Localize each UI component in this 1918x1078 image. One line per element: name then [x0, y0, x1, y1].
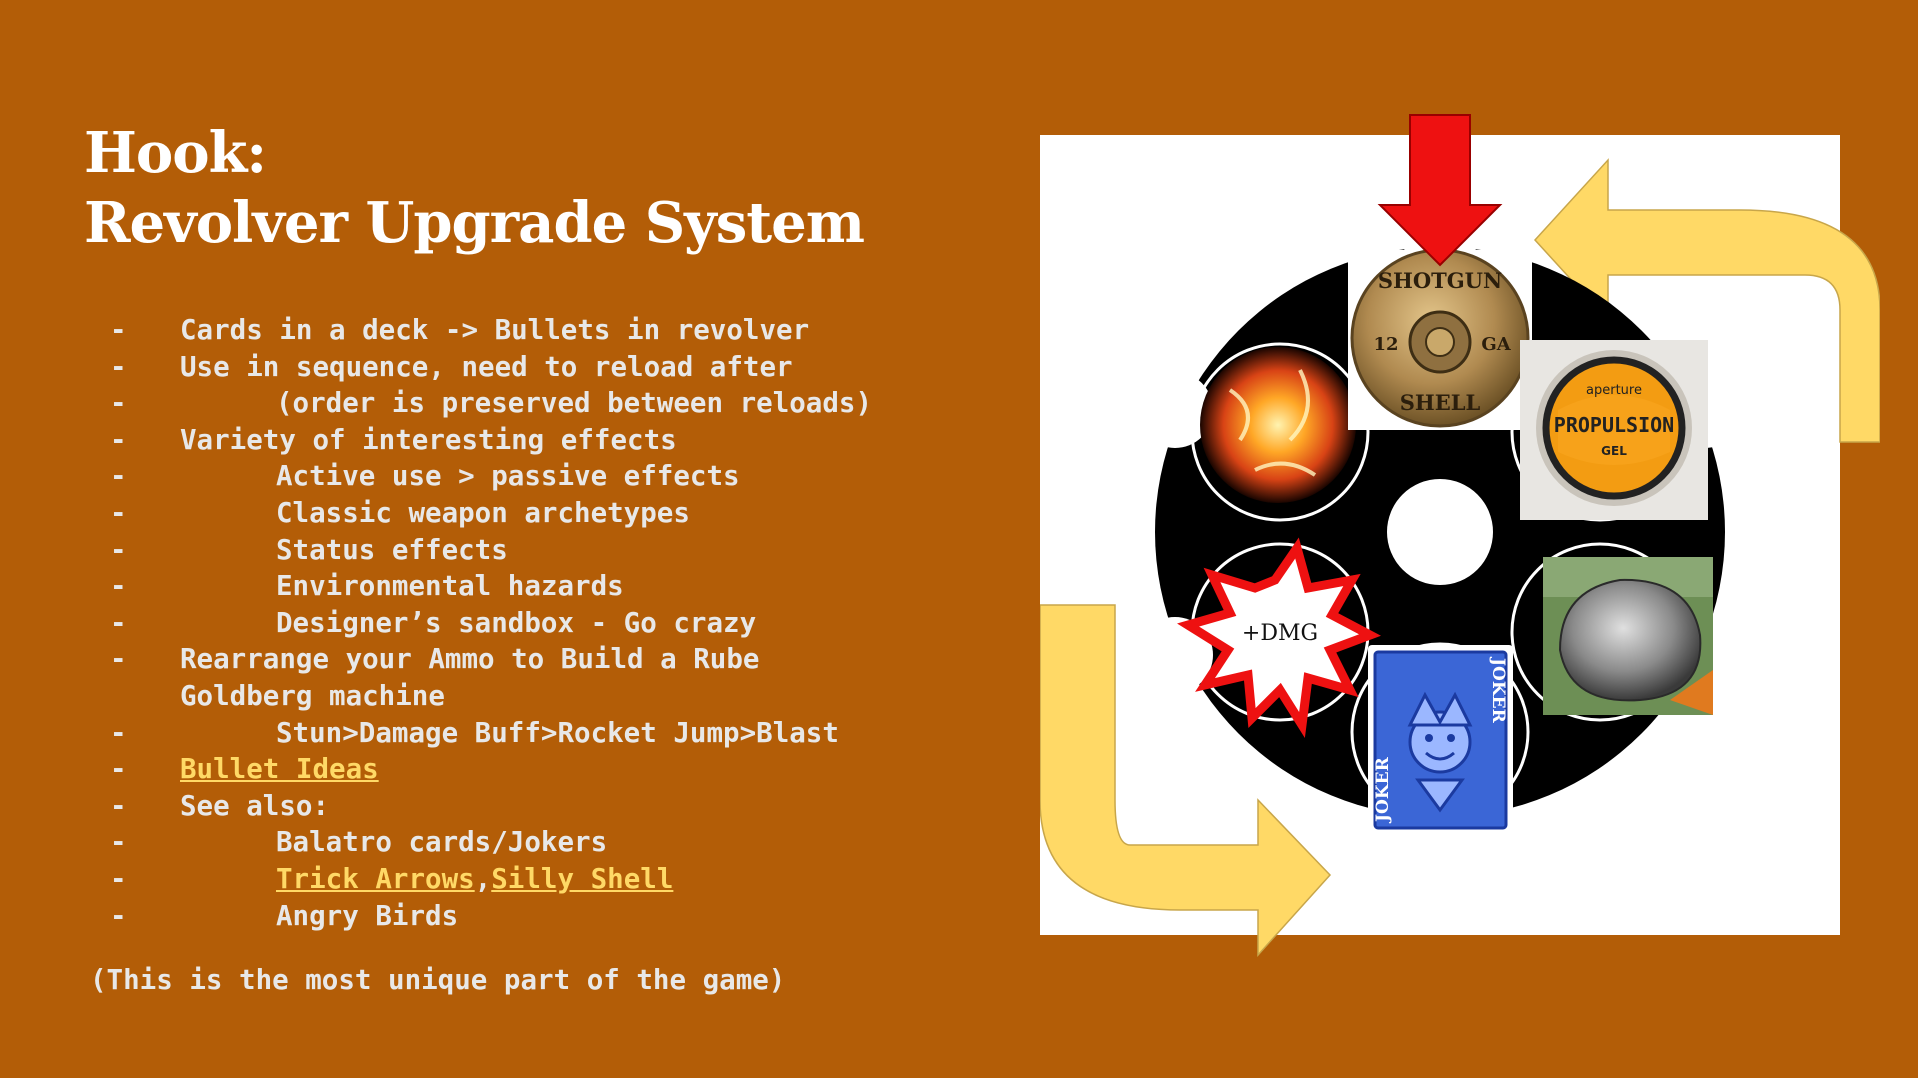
bullet-text: Status effects: [276, 533, 508, 566]
bullet-text: Goldberg machine: [180, 679, 445, 712]
aperture-label: PROPULSION: [1554, 413, 1674, 437]
aperture-sub: GEL: [1601, 444, 1627, 458]
shotgun-gauge-right: GA: [1481, 334, 1511, 355]
sub-bullet-item: - Status effects: [110, 532, 1010, 569]
bullet-dash: -: [110, 460, 127, 493]
bullet-dash: -: [110, 423, 127, 456]
shotgun-label-bottom: SHELL: [1400, 390, 1481, 415]
title-line-1: Hook:: [84, 120, 267, 186]
bullet-item: - Cards in a deck -> Bullets in revolver: [110, 312, 1010, 349]
sub-bullet-item: - Angry Birds: [110, 898, 1010, 935]
bullet-dash: -: [110, 387, 127, 420]
boulder-bullet: [1543, 557, 1713, 715]
cycle-arrow-bottom-left: [1040, 604, 1332, 957]
shotgun-gauge-left: 12: [1373, 334, 1398, 355]
bullet-text: (order is preserved between reloads): [276, 387, 873, 420]
bullet-item: - See also:: [110, 788, 1010, 825]
bullet-text: Cards in a deck -> Bullets in revolver: [180, 314, 810, 346]
shotgun-shell-bullet: SHOTGUN SHELL 12 GA: [1348, 248, 1532, 430]
bullet-list: -Cards in a deck -> Bullets in revolver …: [110, 312, 1010, 934]
bullet-text: Angry Birds: [276, 899, 459, 932]
bullet-text: Trick Arrows,Silly Shell: [110, 861, 1010, 898]
bullet-dash: -: [110, 789, 127, 822]
bullet-dash: -: [110, 314, 127, 346]
aperture-brand: aperture: [1586, 383, 1642, 398]
bullet-text: See also:: [180, 789, 330, 822]
bullet-item: - Use in sequence, need to reload after: [110, 349, 1010, 386]
red-down-arrow-icon: [1377, 114, 1503, 267]
sub-bullet-item: - Designer’s sandbox - Go crazy: [110, 605, 1010, 642]
bullet-dash: -: [110, 496, 127, 529]
bullet-text: Active use > passive effects: [276, 460, 740, 493]
cycle-arrow-top-right: [1533, 158, 1880, 443]
bullet-item: - Variety of interesting effects: [110, 422, 1010, 459]
slide-title: Hook: Revolver Upgrade System: [84, 118, 865, 258]
bullet-dash: -: [110, 533, 127, 566]
bullet-dash: -: [110, 350, 127, 383]
joker-text-right: JOKER: [1488, 656, 1508, 724]
bullet-dash: -: [110, 643, 127, 676]
bullet-text: Designer’s sandbox - Go crazy: [276, 606, 757, 639]
bullet-text: Use in sequence, need to reload after: [180, 350, 793, 383]
sub-bullet-item: - Classic weapon archetypes: [110, 495, 1010, 532]
bullet-text: Variety of interesting effects: [180, 423, 677, 456]
bullet-dash: -: [110, 753, 127, 786]
bullet-text: Classic weapon archetypes: [276, 496, 690, 529]
dmg-label: +DMG: [1242, 621, 1318, 646]
sub-bullet-item: - Balatro cards/Jokers: [110, 824, 1010, 861]
propulsion-gel-bullet: aperture PROPULSION GEL: [1520, 340, 1708, 520]
bullet-text: Rearrange your Ammo to Build a Rube: [180, 643, 760, 676]
bullet-continuation: Goldberg machine: [110, 678, 1010, 715]
shotgun-label-top: SHOTGUN: [1378, 268, 1502, 293]
joker-card-bullet: JOKER JOKER: [1368, 645, 1513, 835]
bullet-dash: -: [110, 716, 127, 749]
footer-note: (This is the most unique part of the gam…: [90, 964, 786, 996]
bullet-dash: -: [110, 606, 127, 639]
damage-buff-starburst-icon: +DMG: [1177, 537, 1381, 739]
bullet-text: Environmental hazards: [276, 570, 624, 603]
silly-shell-link[interactable]: Silly Shell: [491, 862, 674, 895]
bullet-dash: -: [110, 570, 127, 603]
sub-bullet-item: -Trick Arrows,Silly Shell: [110, 861, 1010, 898]
link-separator: ,: [474, 862, 492, 895]
sub-bullet-item: - Active use > passive effects: [110, 458, 1010, 495]
bullet-dash: -: [110, 826, 127, 859]
title-line-2: Revolver Upgrade System: [84, 190, 865, 256]
sub-bullet-item: - Environmental hazards: [110, 568, 1010, 605]
bullet-text: Bullet Ideas: [110, 751, 1010, 788]
bullet-dash: -: [110, 862, 127, 895]
revolver-diagram: SHOTGUN SHELL 12 GA aperture PROPULSION …: [1040, 114, 1880, 957]
bullet-text: Balatro cards/Jokers: [276, 826, 608, 859]
sub-bullet-item: - Stun>Damage Buff>Rocket Jump>Blast: [110, 715, 1010, 752]
bullet-item: - Bullet Ideas: [110, 751, 1010, 788]
fireball-bullet: [1200, 347, 1356, 503]
joker-text-left: JOKER: [1373, 756, 1393, 824]
bullet-dash: -: [110, 899, 127, 932]
bullet-text: Stun>Damage Buff>Rocket Jump>Blast: [276, 716, 839, 749]
sub-bullet-item: - (order is preserved between reloads): [110, 385, 1010, 422]
trick-arrows-link[interactable]: Trick Arrows: [276, 862, 475, 895]
bullet-ideas-link[interactable]: Bullet Ideas: [180, 753, 379, 786]
bullet-item: - Rearrange your Ammo to Build a Rube: [110, 641, 1010, 678]
